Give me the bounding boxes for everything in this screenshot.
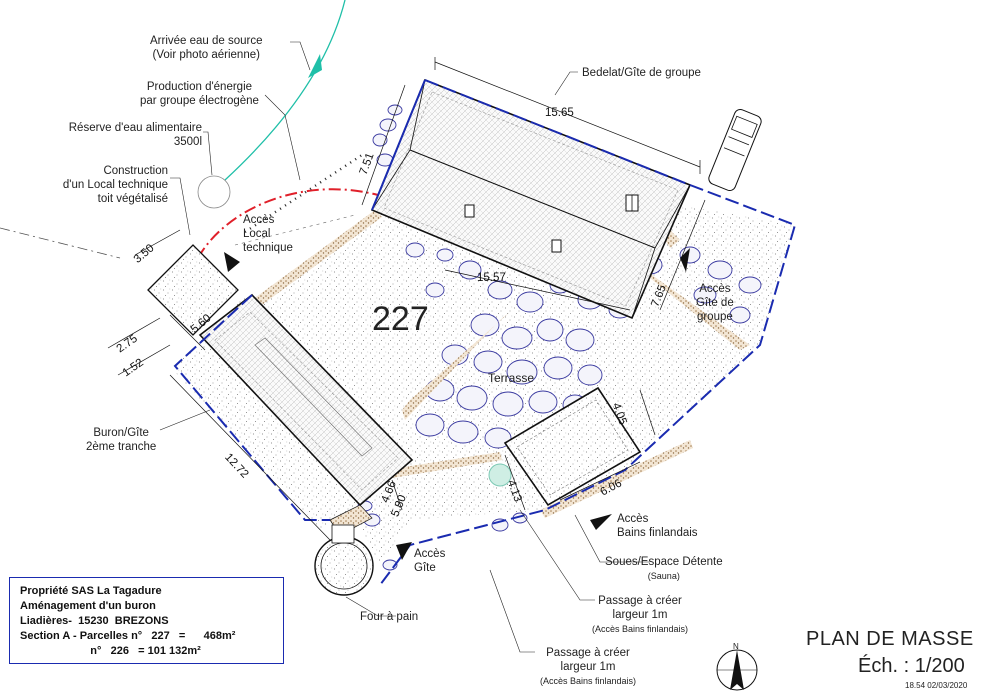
bread-oven [314, 524, 374, 596]
construction-line [0, 227, 121, 259]
terrace-label: Terrasse [488, 371, 535, 385]
access-arrow-gite-groupe [680, 248, 690, 272]
access-route-local [197, 188, 379, 259]
access-arrow-gite [396, 542, 412, 560]
water-flow-arrow [308, 54, 322, 78]
label-bread-oven: Four à pain [360, 611, 419, 623]
info-line: n° 226 = 101 132m² [20, 645, 201, 657]
info-line: Propriété SAS La Tagadure [20, 585, 162, 597]
dimension-lines [107, 57, 706, 541]
parcel-number: 227 [372, 300, 429, 338]
label-soues: Soues/Espace Détente(Sauna) [605, 556, 723, 581]
label-water-source: Arrivée eau de source(Voir photo aérienn… [150, 35, 263, 61]
parcel-boundary-north [371, 79, 426, 211]
north-label: N [733, 642, 739, 651]
car-icon [708, 108, 762, 192]
local-technique-building [147, 244, 239, 336]
water-source-line [224, 0, 346, 181]
skylight [464, 204, 475, 218]
north-arrow-icon [716, 649, 758, 691]
info-line: Liadières- 15230 BREZONS [20, 615, 169, 627]
plan-scale: Éch. : 1/200 [858, 655, 965, 677]
shrub [488, 463, 512, 487]
dim-bedelat-inner: 15.57 [477, 272, 506, 284]
bedelat-building [370, 78, 692, 320]
dim-bedelat-length: 15.65 [545, 107, 574, 119]
plan-stamp: 18.54 02/03/2020 [905, 681, 968, 690]
info-line: Aménagement d'un buron [20, 600, 156, 612]
info-line: Section A - Parcelles n° 227 = 468m² [20, 630, 236, 642]
leader-lines [159, 41, 650, 653]
access-arrow-bains [590, 514, 612, 530]
info-box: Propriété SAS La Tagadure Aménagement d'… [9, 577, 284, 664]
stone-wall [252, 210, 750, 518]
soues-building [503, 386, 642, 507]
parcel-boundary [379, 79, 797, 586]
plan-title: PLAN DE MASSE [806, 628, 974, 650]
skylight [551, 239, 562, 253]
water-tank [197, 175, 231, 209]
access-arrow-local [224, 252, 240, 272]
label-bedelat: Bedelat/Gîte de groupe [582, 67, 701, 79]
